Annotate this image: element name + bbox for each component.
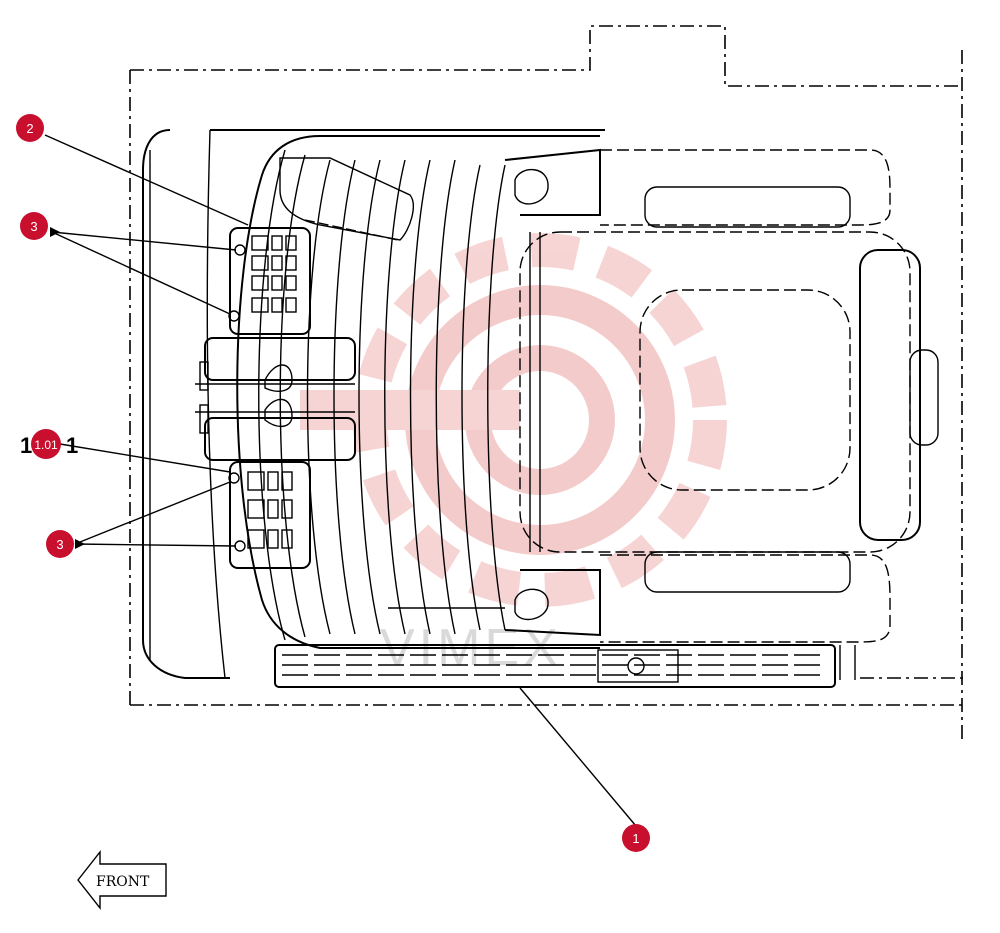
callout-1-01-circle [31,429,61,459]
middle-levers [195,337,356,461]
callout-3-lower-label: 3 [56,537,63,552]
bold-digit: 1 [66,433,78,458]
callout-2-label: 2 [26,121,33,136]
callout-3-upper: 3 [20,212,48,240]
callout-1-label: 1 [632,831,639,846]
callout-2: 2 [16,114,44,142]
machine-body [142,129,605,679]
outer-boundary [129,25,965,740]
leader-3a-2 [51,231,231,315]
grille-plate [274,644,856,688]
leader-lines [44,134,637,827]
callout-3-upper-label: 3 [30,219,37,234]
callout-1-01-label: 1.01 [34,438,58,452]
leader-3a-1 [51,231,237,251]
pedal-lower [228,461,311,569]
front-arrow: FRONT [77,849,167,911]
callout-3-lower: 3 [46,530,74,558]
leader-2 [44,134,249,226]
operator-seat [504,148,939,643]
callout-3-lower-circle [46,530,74,558]
callout-1: 1 [622,824,650,852]
leader-3b-2 [74,543,237,547]
leader-1-01 [59,443,231,473]
callout-1-circle [622,824,650,852]
pedal-upper [228,227,311,335]
lever-upper [279,157,414,241]
front-label: FRONT [96,874,150,890]
leader-1 [519,687,637,827]
leader-3b-1 [74,481,231,545]
callout-2-circle [16,114,44,142]
callout-3-upper-circle [20,212,48,240]
callout-1-01: 1 1 1.01 [20,429,78,459]
front-arrow-shape [77,849,167,911]
arc-ribs [258,149,506,641]
bold-digit-behind: 1 [20,433,32,458]
